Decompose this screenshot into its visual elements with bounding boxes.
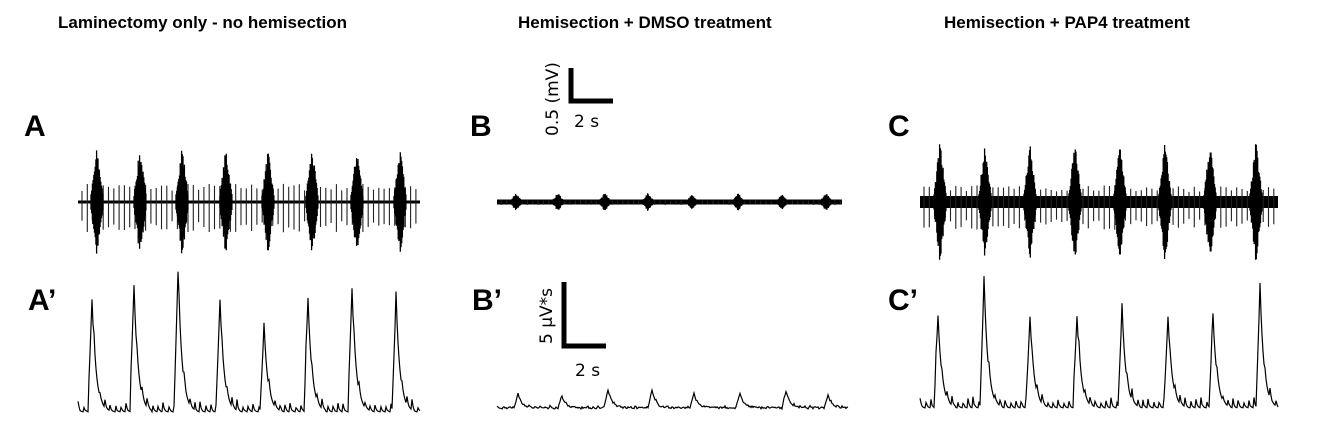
scale-raw-amplitude: 0.5 (mV) xyxy=(543,62,563,136)
trace-a-burst xyxy=(175,150,189,254)
trace-c-burst xyxy=(1158,145,1172,259)
trace-c-burst xyxy=(1113,149,1127,255)
trace-c-burst xyxy=(1068,149,1082,255)
trace-a-burst xyxy=(393,152,407,252)
panel-label-c-prime: C’ xyxy=(888,284,918,317)
trace-a-burst xyxy=(350,158,364,246)
trace-b-burst xyxy=(731,193,745,211)
title-laminectomy: Laminectomy only - no hemisection xyxy=(58,13,347,32)
trace-b-prime-line xyxy=(496,387,849,411)
trace-c-burst xyxy=(933,144,947,260)
panel-label-b-prime: B’ xyxy=(472,284,502,317)
trace-b-burst xyxy=(598,193,612,211)
trace-a-burst xyxy=(90,150,104,254)
trace-c-burst xyxy=(1023,146,1037,258)
trace-a-burst xyxy=(133,155,147,249)
trace-c-tonic-spikes xyxy=(923,185,1275,230)
title-pap4: Hemisection + PAP4 treatment xyxy=(944,13,1190,32)
scale-raw-time: 2 s xyxy=(574,112,599,132)
trace-b-burst xyxy=(641,193,655,211)
trace-b-burst xyxy=(551,194,565,210)
panel-label-b: B xyxy=(470,110,492,143)
trace-a-tonic-spikes xyxy=(81,183,417,233)
trace-b-burst xyxy=(509,194,523,210)
trace-b-burst xyxy=(685,195,699,209)
scale-bar-raw xyxy=(568,68,613,104)
trace-a-burst xyxy=(261,153,275,251)
title-dmso: Hemisection + DMSO treatment xyxy=(518,13,772,32)
trace-a-burst xyxy=(305,153,319,251)
trace-b-burst xyxy=(819,194,833,210)
trace-a-burst xyxy=(219,153,233,251)
trace-b-burst xyxy=(775,194,789,210)
trace-c-burst xyxy=(1203,152,1217,252)
trace-c-prime-line xyxy=(919,276,1279,409)
panel-label-a: A xyxy=(24,110,46,143)
panel-label-a-prime: A’ xyxy=(28,284,56,317)
trace-c-burst xyxy=(1249,144,1263,260)
panel-label-c: C xyxy=(888,110,910,143)
trace-c-burst xyxy=(978,148,992,256)
trace-a-prime-line xyxy=(77,271,421,414)
scale-integrated-amplitude: 5 µV*s xyxy=(537,288,557,344)
scale-integrated-time: 2 s xyxy=(575,361,600,381)
scale-bar-integrated xyxy=(561,282,606,349)
